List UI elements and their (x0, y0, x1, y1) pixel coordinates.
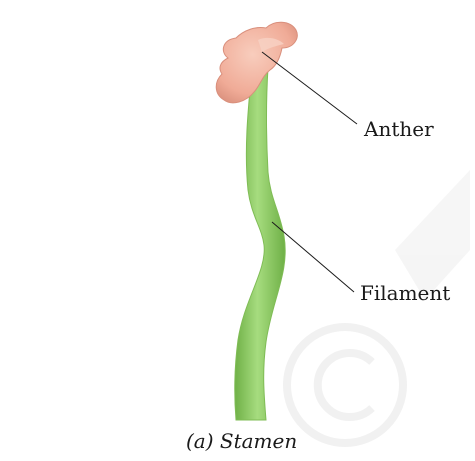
figure-caption: (a) Stamen (186, 431, 297, 451)
filament-shape (235, 68, 286, 420)
anther-leader-line (262, 52, 357, 124)
anther-label: Anther (364, 119, 434, 139)
filament-label: Filament (360, 283, 450, 303)
copyright-watermark (287, 170, 470, 443)
